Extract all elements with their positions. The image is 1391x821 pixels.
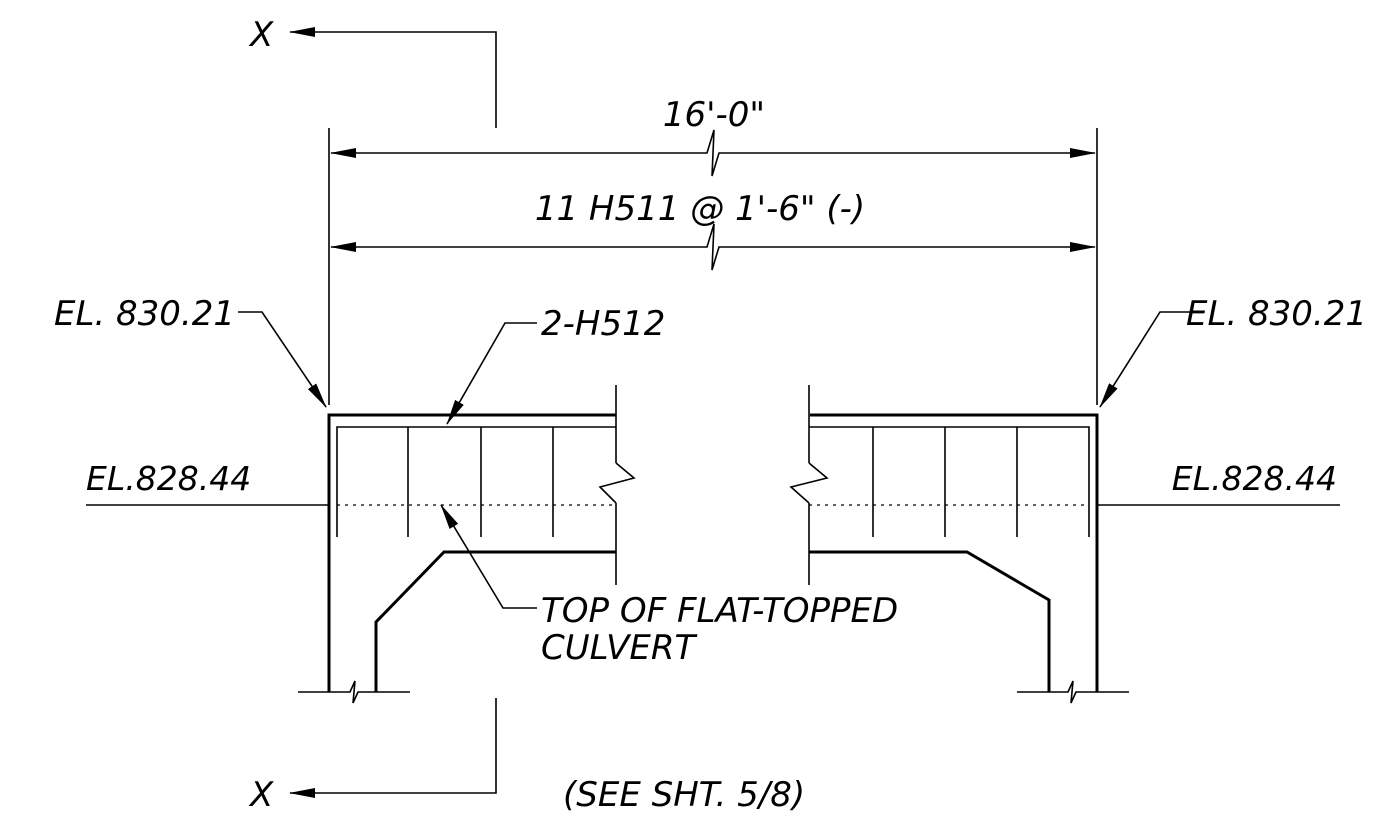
bar-spacing-label: 11 H511 @ 1'-6" (-)	[535, 189, 865, 229]
section-mark-top: X	[248, 15, 274, 55]
elevation-culvert-right: EL.828.44	[1172, 459, 1337, 498]
left-structure	[298, 385, 636, 704]
culvert-callout-leader	[440, 504, 537, 609]
section-cut-line	[289, 27, 497, 798]
section-mark-bottom: X	[248, 775, 274, 815]
elevation-top-right: EL. 830.21	[1186, 294, 1367, 334]
dimension-line-bars	[330, 223, 1096, 271]
right-structure	[789, 385, 1129, 704]
elevation-culvert-left: EL.828.44	[86, 459, 251, 498]
bar-callout-label: 2-H512	[541, 304, 665, 344]
elevation-top-left: EL. 830.21	[54, 294, 235, 334]
sheet-reference-note: (SEE SHT. 5/8)	[563, 775, 805, 815]
elevation-leader-right	[1099, 311, 1190, 408]
culvert-callout-line1: TOP OF FLAT-TOPPED	[541, 591, 898, 631]
dimension-line-overall	[330, 129, 1096, 177]
overall-dimension-label: 16'-0"	[663, 95, 765, 135]
elevation-leader-left	[238, 311, 327, 408]
culvert-callout-line2: CULVERT	[541, 628, 697, 668]
bar-callout-leader	[446, 322, 537, 425]
